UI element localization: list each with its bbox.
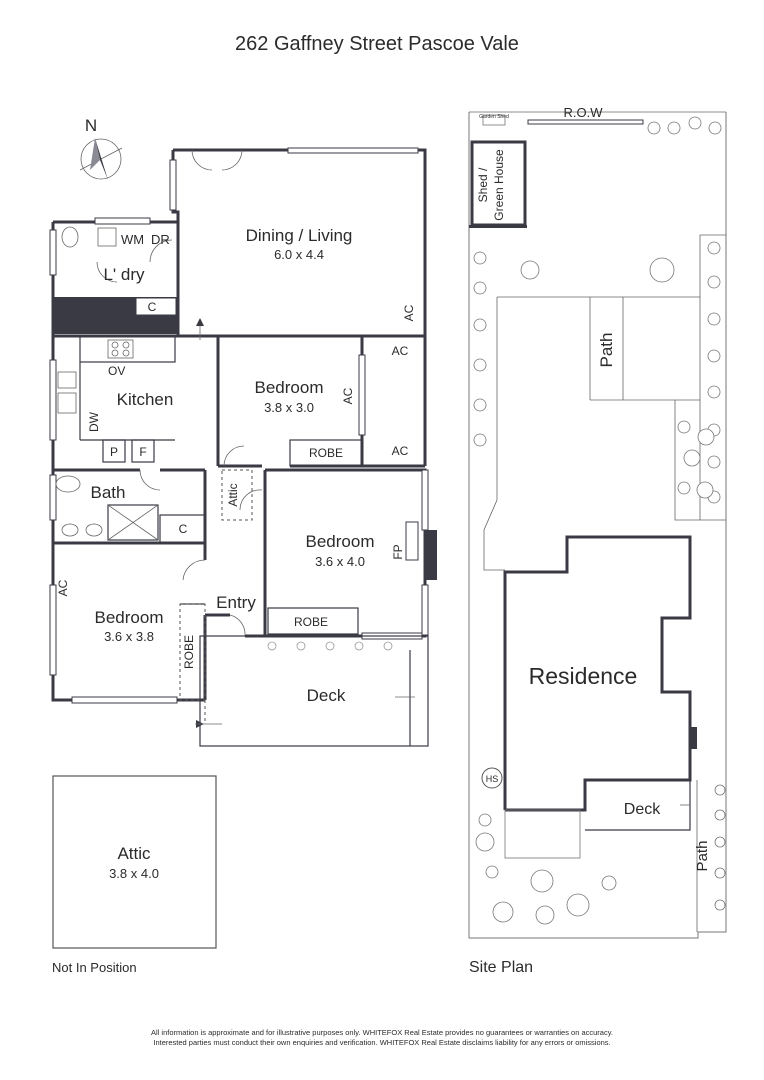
- ac-label-living: AC: [402, 304, 416, 321]
- row-label: R.O.W: [564, 105, 604, 120]
- robe-label-ne: ROBE: [309, 446, 343, 460]
- room-labels: Dining / Living 6.0 x 4.4 L' dry WM DR C…: [56, 226, 416, 705]
- kitchen-fixtures: [55, 226, 206, 544]
- compass-icon: N: [79, 116, 123, 180]
- dr-label: DR: [151, 232, 170, 247]
- ac-label-hall: AC: [392, 344, 409, 358]
- shed-label-line2: Green House: [492, 149, 506, 221]
- bedroom-ne-dims: 3.8 x 3.0: [264, 400, 314, 415]
- ac-label-ne: AC: [341, 387, 355, 404]
- hills-hoist-label: HS: [486, 774, 499, 784]
- bedroom-ne-label: Bedroom: [255, 378, 324, 397]
- path-label-bottom: Path: [694, 841, 711, 872]
- floor-plan-doors: [96, 149, 263, 637]
- fridge-label: F: [139, 445, 146, 459]
- dining-living-label: Dining / Living: [246, 226, 353, 245]
- oven-label: OV: [108, 364, 125, 378]
- not-in-position-note: Not In Position: [52, 960, 137, 975]
- garden-shed-label: Garden Shed: [479, 114, 509, 120]
- dining-living-dims: 6.0 x 4.4: [274, 247, 324, 262]
- residence-label: Residence: [529, 663, 638, 689]
- bedroom-e-dims: 3.6 x 4.0: [315, 554, 365, 569]
- bath-cupboard-label: C: [179, 522, 188, 536]
- site-plan: R.O.W Garden Shed Shed / Green House Pat…: [468, 105, 727, 976]
- laundry-label: L' dry: [103, 265, 145, 284]
- site-plan-label: Site Plan: [469, 959, 533, 976]
- wm-label: WM: [121, 232, 144, 247]
- dishwasher-label: DW: [87, 411, 101, 432]
- ac-label-w: AC: [56, 579, 70, 596]
- robe-label-e: ROBE: [294, 615, 328, 629]
- page-title: 262 Gaffney Street Pascoe Vale: [235, 33, 519, 55]
- bedroom-w-label: Bedroom: [95, 608, 164, 627]
- disclaimer-line2: Interested parties must conduct their ow…: [153, 1038, 610, 1047]
- fireplace-label: FP: [391, 544, 405, 559]
- attic-plan: Attic 3.8 x 4.0 Not In Position: [52, 775, 217, 975]
- laundry-cupboard-label: C: [148, 300, 157, 314]
- robe-label-w: ROBE: [182, 635, 196, 669]
- attic-dims: 3.8 x 4.0: [109, 866, 159, 881]
- kitchen-label: Kitchen: [117, 390, 174, 409]
- ac-label-e: AC: [392, 444, 409, 458]
- bath-label: Bath: [91, 483, 126, 502]
- pantry-label: P: [110, 445, 118, 459]
- entry-label: Entry: [216, 593, 256, 612]
- path-label-top: Path: [597, 333, 616, 368]
- attic-hatch-label: Attic: [226, 483, 240, 506]
- deck-area: [195, 635, 429, 747]
- bedroom-e-label: Bedroom: [306, 532, 375, 551]
- bedroom-w-dims: 3.6 x 3.8: [104, 629, 154, 644]
- shed-label-line1: Shed /: [476, 167, 490, 202]
- north-label: N: [85, 116, 97, 135]
- site-deck-label: Deck: [624, 801, 661, 818]
- deck-label: Deck: [307, 686, 346, 705]
- disclaimer-line1: All information is approximate and for i…: [151, 1028, 613, 1037]
- attic-label: Attic: [117, 844, 151, 863]
